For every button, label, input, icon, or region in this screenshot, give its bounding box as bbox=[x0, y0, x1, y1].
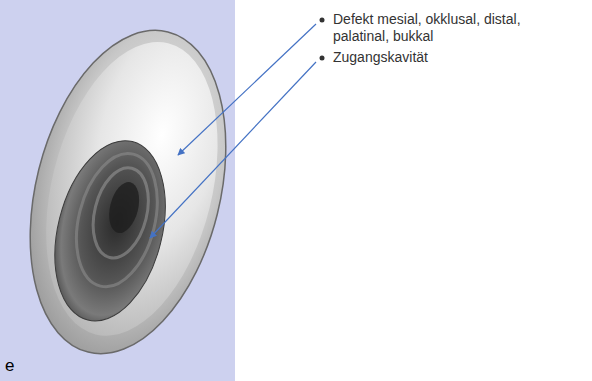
leader-line bbox=[150, 62, 316, 238]
bullet bbox=[320, 56, 325, 61]
panel-letter: e bbox=[5, 357, 35, 374]
bullet bbox=[320, 18, 325, 23]
tooth bbox=[0, 10, 257, 375]
callout-text: Zugangskavität bbox=[333, 49, 533, 66]
callout-text: Defekt mesial, okklusal, distal, palatin… bbox=[333, 11, 533, 45]
